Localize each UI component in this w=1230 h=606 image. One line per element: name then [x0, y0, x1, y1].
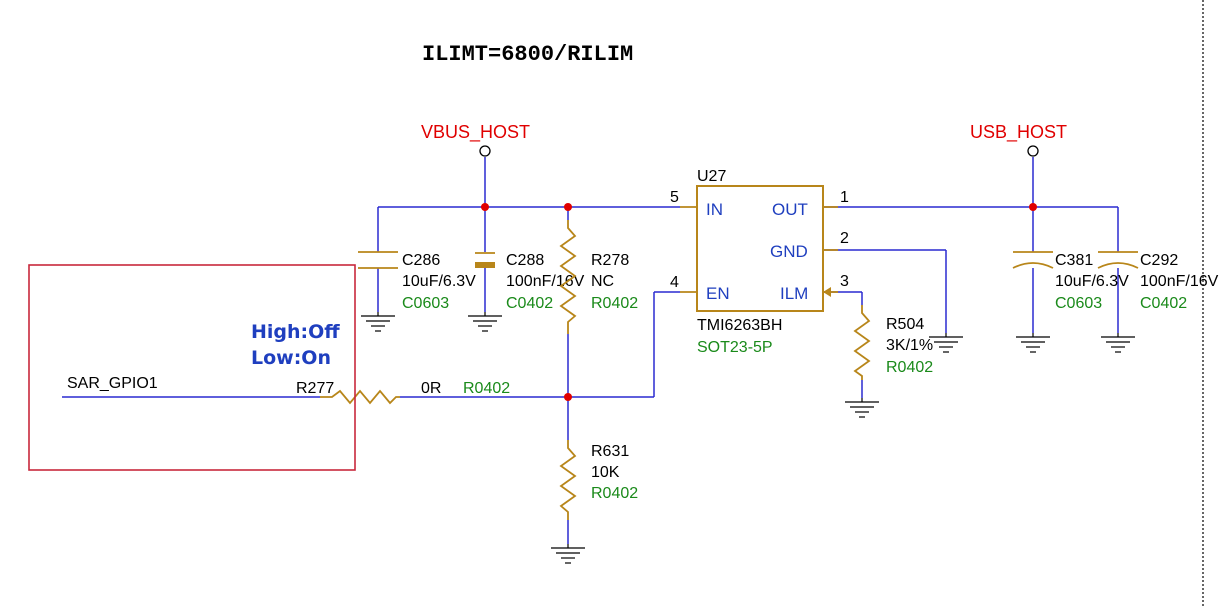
pin-number-out: 1	[840, 189, 849, 206]
r631-footprint: R0402	[591, 485, 638, 502]
c288-value: 100nF/16V	[506, 273, 585, 290]
usb-host-label: USB_HOST	[970, 122, 1067, 143]
ground-icon	[929, 333, 963, 353]
c292-footprint: C0402	[1140, 295, 1187, 312]
c381-ref: C381	[1055, 252, 1093, 269]
sar-block-border	[28, 264, 356, 471]
c381-value: 10uF/6.3V	[1055, 273, 1129, 290]
junction-dot	[1029, 203, 1037, 211]
pin-number-ilm: 3	[840, 273, 849, 290]
r277-value: 0R	[421, 380, 441, 397]
pin-number-in: 5	[670, 189, 679, 206]
resistor-icon	[559, 440, 577, 520]
r504-ref: R504	[886, 316, 924, 333]
resistor-r277: R277 0R R0402	[296, 380, 510, 405]
ground-icon	[1016, 333, 1050, 353]
resistor-icon	[320, 389, 400, 405]
c286-footprint: C0603	[402, 295, 449, 312]
current-limit-formula: ILIMT=6800/RILIM	[422, 42, 633, 67]
junctions	[481, 203, 1037, 401]
pin-label-en: EN	[706, 284, 730, 303]
c288-ref: C288	[506, 252, 544, 269]
ic-ref: U27	[697, 168, 726, 185]
junction-dot	[481, 203, 489, 211]
ground-icon	[1101, 333, 1135, 353]
ground-icon	[551, 544, 585, 564]
junction-dot	[564, 203, 572, 211]
pin-label-out: OUT	[772, 200, 808, 219]
pin-number-gnd: 2	[840, 230, 849, 247]
capacitor-c381: C381 10uF/6.3V C0603	[1012, 251, 1129, 312]
power-ports: VBUS_HOST USB_HOST	[421, 122, 1067, 157]
pin-label-in: IN	[706, 200, 723, 219]
resistor-r631: R631 10K R0402	[559, 440, 638, 520]
ground-symbols	[361, 312, 1135, 564]
vbus-port-symbol	[479, 145, 491, 157]
ic-package: SOT23-5P	[697, 339, 773, 356]
enable-note-line2: Low:On	[251, 347, 331, 369]
ilm-arrow-icon	[823, 287, 831, 297]
resistor-icon	[559, 220, 577, 334]
capacitor-c286: C286 10uF/6.3V C0603	[358, 251, 476, 312]
pin-number-en: 4	[670, 274, 679, 291]
r277-footprint: R0402	[463, 380, 510, 397]
c286-ref: C286	[402, 252, 440, 269]
r277-ref: R277	[296, 380, 334, 397]
junction-dot	[564, 393, 572, 401]
pin-label-gnd: GND	[770, 242, 808, 261]
enable-note-line1: High:Off	[251, 321, 340, 343]
c292-ref: C292	[1140, 252, 1178, 269]
usb-port-symbol	[1027, 145, 1039, 157]
ic-body	[696, 185, 824, 312]
wires	[62, 157, 1119, 544]
ic-u27: U27 5 4 1 2 3 IN EN OUT GND ILM TMI6263B…	[670, 168, 849, 356]
capacitor-c288: C288 100nF/16V C0402	[475, 252, 585, 312]
ground-icon	[845, 398, 879, 418]
resistor-icon	[853, 305, 871, 380]
resistor-r278: R278 NC R0402	[559, 220, 638, 334]
ground-icon	[361, 312, 395, 332]
c381-footprint: C0603	[1055, 295, 1102, 312]
vbus-host-label: VBUS_HOST	[421, 122, 530, 143]
sar-gpio1-label: SAR_GPIO1	[67, 375, 158, 392]
ground-icon	[468, 312, 502, 332]
capacitor-c292: C292 100nF/16V C0402	[1097, 251, 1219, 312]
ic-part-number: TMI6263BH	[697, 317, 782, 334]
r504-footprint: R0402	[886, 359, 933, 376]
sar-block: SAR_GPIO1 High:Off Low:On	[28, 264, 356, 471]
r631-ref: R631	[591, 443, 629, 460]
r504-value: 3K/1%	[886, 337, 933, 354]
resistor-r504: R504 3K/1% R0402	[853, 305, 933, 380]
c286-value: 10uF/6.3V	[402, 273, 476, 290]
c288-footprint: C0402	[506, 295, 553, 312]
r278-ref: R278	[591, 252, 629, 269]
c292-value: 100nF/16V	[1140, 273, 1219, 290]
pin-label-ilm: ILM	[780, 284, 808, 303]
r631-value: 10K	[591, 464, 620, 481]
r278-value: NC	[591, 273, 614, 290]
r278-footprint: R0402	[591, 295, 638, 312]
